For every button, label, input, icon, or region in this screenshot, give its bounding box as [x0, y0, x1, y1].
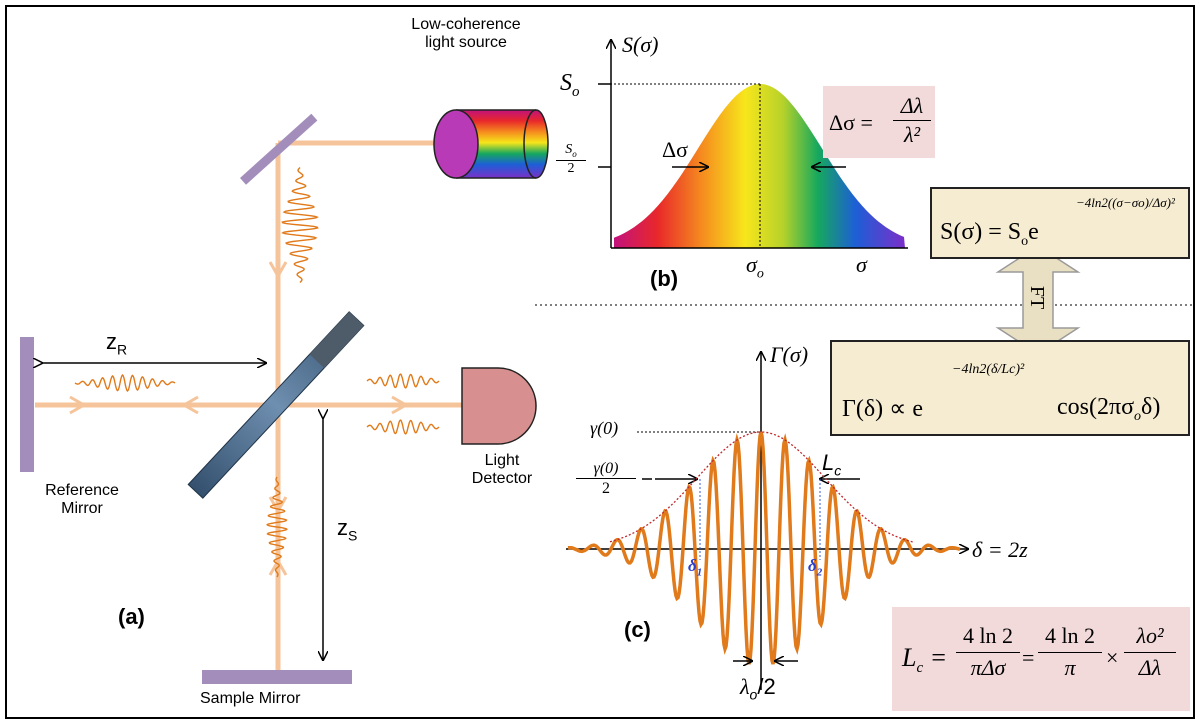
interferometer [20, 109, 549, 684]
spectrum-equation: S(σ) = Soe −4ln2((σ−σo)/Δσ)² [930, 187, 1190, 259]
coherence-length-equation: Lc = 4 ln 2 πΔσ = 4 ln 2 π × λo² Δλ [892, 607, 1190, 711]
delta2-label: δ2 [808, 556, 823, 579]
light-detector [461, 367, 537, 445]
wave-packet-detector-2 [366, 419, 440, 435]
lc-label: Lc [822, 450, 842, 479]
panel-b-label: (b) [650, 266, 679, 291]
coherence-equation: Γ(δ) ∝ e −4ln2(δ/Lc)² cos(2πσoδ) [830, 340, 1190, 436]
sample-mirror-label: Sample Mirror [200, 690, 301, 707]
beam-splitter [187, 311, 365, 499]
zs-label: zS [337, 515, 358, 544]
interferogram-plot [566, 352, 968, 690]
light-source [433, 109, 549, 179]
interferogram-x-label: δ = 2z [972, 537, 1028, 562]
interference-fringes [567, 431, 961, 665]
fwhm-label: Δσ [662, 137, 689, 162]
ft-label: FT [1026, 285, 1049, 310]
delta-sigma-equation: Δσ = Δλ λ² [823, 86, 935, 158]
source-label: Low-coherence light source [411, 16, 521, 51]
zr-label: zR [106, 329, 128, 358]
peak-label: So [560, 70, 580, 100]
panel-a-label: (a) [118, 604, 145, 629]
delta1-label: δ1 [688, 556, 703, 579]
beam-arrow-right-det [391, 395, 410, 415]
detector-label: Light Detector [471, 452, 533, 487]
sample-mirror [202, 670, 352, 684]
figure-frame [5, 5, 1195, 719]
reference-mirror-label: Reference Mirror [45, 482, 119, 517]
coherence-envelope [609, 431, 915, 543]
gamma0-label: γ(0) [590, 418, 619, 438]
wave-packet-source [281, 167, 319, 283]
fold-mirror [240, 113, 318, 185]
beam-arrow-right-ref [69, 395, 88, 415]
reference-mirror [20, 337, 34, 472]
spectrum-x-label: σ [856, 252, 867, 277]
spectrum-plot [598, 40, 908, 249]
half-gamma-label: γ(0) 2 [576, 459, 636, 498]
wave-packet-detector-1 [366, 373, 440, 389]
beam-arrow-up [268, 557, 288, 576]
ft-arrow [995, 245, 1081, 355]
beam-arrow-down-1 [268, 261, 288, 280]
panel-c-label: (c) [624, 617, 651, 642]
half-max-label: So 2 [556, 142, 586, 177]
wavelength-label: λo/2 [740, 674, 776, 703]
center-label: σo [746, 252, 764, 282]
spectrum-y-label: S(σ) [622, 32, 659, 57]
beam-arrow-down-2 [268, 496, 288, 515]
wave-packet-reference [74, 373, 176, 393]
interferogram-y-label: Γ(σ) [770, 342, 809, 367]
wave-packet-sample [266, 476, 288, 578]
beam-arrow-left [180, 395, 199, 415]
